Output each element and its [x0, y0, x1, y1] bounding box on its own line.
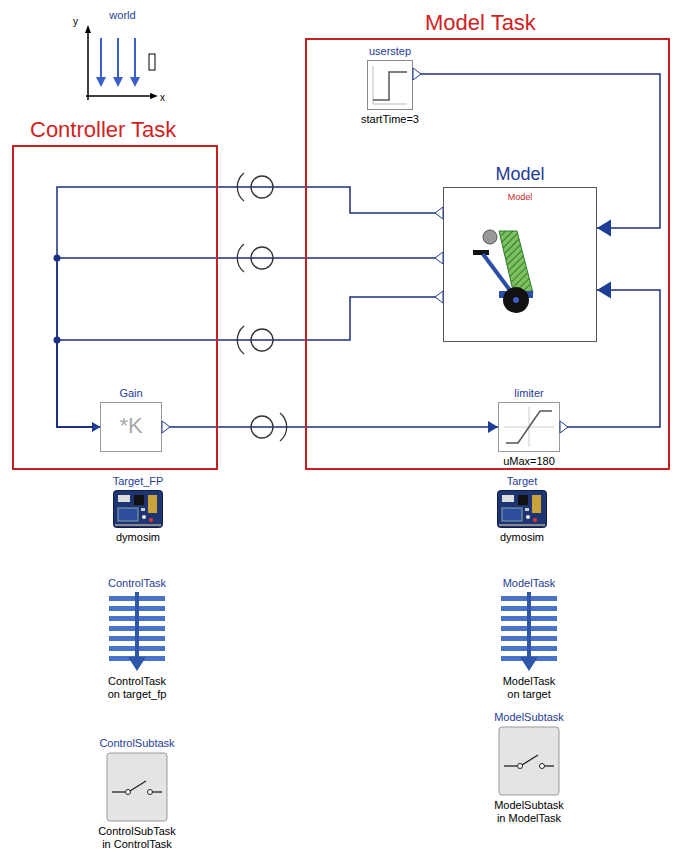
block-label: ControlSubtask: [99, 737, 174, 750]
block-label: limiter: [514, 387, 543, 400]
task-block: ControlTaskControlTask on target_fp: [106, 592, 168, 672]
junction-dot: [54, 255, 61, 262]
task-heading: Model Task: [425, 10, 536, 36]
junction-dot: [54, 337, 61, 344]
block-label: ModelSubtask: [494, 711, 564, 724]
limiter-block: limiteruMax=180: [498, 402, 560, 452]
block-label: userstep: [369, 45, 411, 58]
gain-value: *K: [100, 413, 162, 439]
gain-block: Gain*K: [100, 402, 162, 452]
task-icon-art: [106, 592, 168, 672]
parameter-label: uMax=180: [503, 455, 555, 468]
task-block: ModelTaskModelTask on target: [498, 592, 560, 672]
target-block: Targetdymosim: [497, 490, 547, 528]
axis-label: x: [160, 92, 165, 104]
task-region: Model TaskuserstepstartTime=3ModelModell…: [305, 38, 670, 470]
axis-label: y: [73, 16, 78, 28]
world-block: world: [85, 24, 160, 102]
subtask-block: ControlSubtaskControlSubTask in ControlT…: [106, 752, 168, 822]
task-caption: ModelTask on target: [497, 675, 561, 701]
block-label: world: [109, 9, 135, 22]
step-block: userstepstartTime=3: [367, 60, 413, 110]
parameter-label: startTime=3: [361, 113, 419, 126]
signal-connector: [57, 187, 443, 432]
model-block: ModelModel: [443, 187, 597, 342]
target-board-art: [497, 490, 547, 528]
task-heading: Controller Task: [30, 117, 176, 143]
target-block: Target_FPdymosim: [113, 490, 163, 528]
subtask-block: ModelSubtaskModelSubtask in ModelTask: [498, 726, 560, 796]
task-caption: ControlTask on target_fp: [101, 675, 173, 701]
block-label: ControlTask: [108, 577, 166, 590]
block-label: Target_FP: [113, 475, 164, 488]
target-type: dymosim: [500, 531, 544, 544]
model-heading: Model: [495, 163, 544, 185]
segway-model-art: [443, 187, 597, 342]
block-label: ModelTask: [503, 577, 556, 590]
subtask-icon-art: [498, 726, 560, 796]
limiter-block-art: [498, 402, 560, 452]
step-block-art: [367, 60, 413, 110]
subtask-caption: ModelSubtask in ModelTask: [489, 799, 569, 825]
signal-connector: [162, 421, 498, 433]
block-label: Target: [507, 475, 538, 488]
subtask-caption: ControlSubTask in ControlTask: [93, 825, 181, 851]
task-region: Controller TaskGain*K: [12, 145, 218, 470]
target-board-art: [113, 490, 163, 528]
subtask-icon-art: [106, 752, 168, 822]
block-label: Gain: [119, 387, 142, 400]
task-icon-art: [498, 592, 560, 672]
world-icon-art: [85, 24, 160, 102]
target-type: dymosim: [116, 531, 160, 544]
model-name: Model: [443, 192, 597, 203]
